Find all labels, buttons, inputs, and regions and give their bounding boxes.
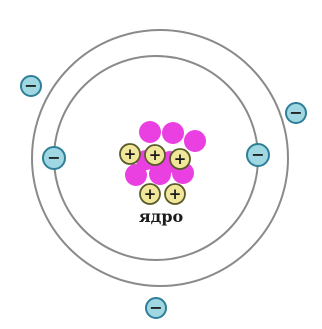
electron-sign: − [24,76,37,95]
proton: + [120,144,140,164]
proton-sign: + [124,145,137,163]
proton: + [140,184,160,204]
nucleus: + + + + + [120,121,206,204]
neutron [139,121,161,143]
proton-sign: + [174,150,187,168]
electron-sign: − [251,145,264,164]
electron: − [21,76,41,96]
proton-sign: + [169,185,182,203]
electron: − [247,144,269,166]
proton: + [145,145,165,165]
proton: + [165,184,185,204]
electron: − [146,298,166,318]
electron-sign: − [149,298,162,317]
proton-sign: + [149,146,162,164]
proton-sign: + [144,185,157,203]
electron-sign: − [289,103,302,122]
nucleus-label: ядро [139,207,184,226]
neutron [162,122,184,144]
electron-sign: − [47,148,60,167]
proton: + [170,149,190,169]
electron: − [43,147,65,169]
neutron [184,130,206,152]
electron: − [286,103,306,123]
